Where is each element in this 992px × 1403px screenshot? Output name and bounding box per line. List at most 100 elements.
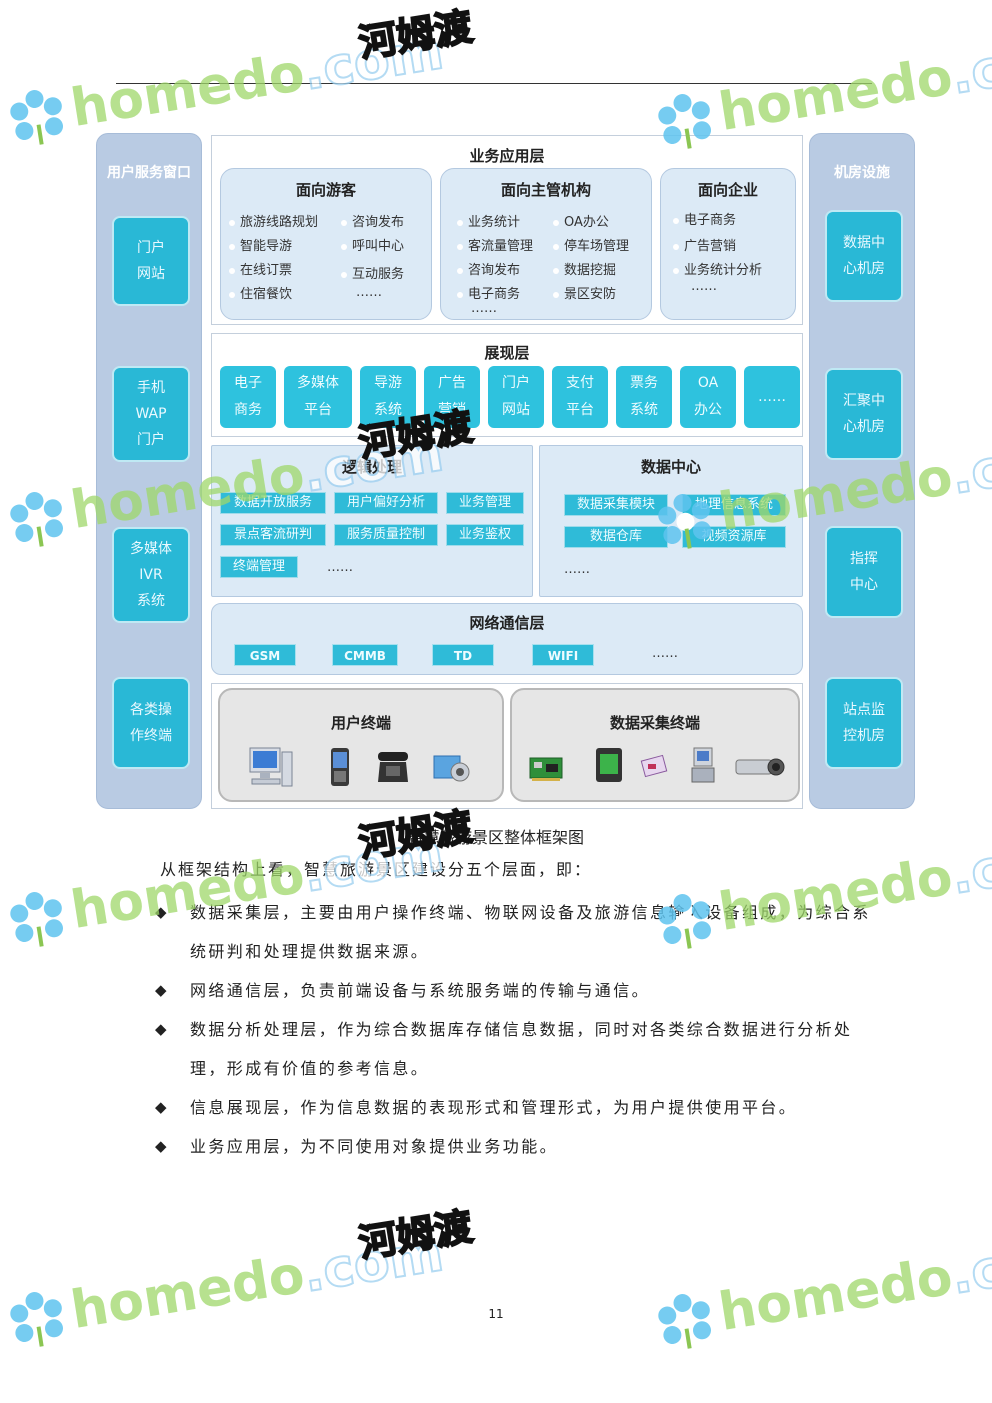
layer-bullet-list: ◆数据采集层，主要由用户操作终端、物联网设备及旅游信息输入设备组成，为综合系统研… <box>155 893 885 1166</box>
list-item: 业务统计 <box>457 211 520 230</box>
tile-payment: 支付平台 <box>552 366 608 428</box>
bullet-item: ◆数据采集层，主要由用户操作终端、物联网设备及旅游信息输入设备组成，为综合系统研… <box>155 893 885 971</box>
data-center-room-box: 数据中 心机房 <box>825 210 903 302</box>
machine-room-title: 机房设施 <box>834 165 890 181</box>
aggregation-room-box: 汇聚中 心机房 <box>825 368 903 460</box>
logic-processing-title: 逻辑处理 <box>341 458 402 476</box>
id-card-icon <box>640 754 668 778</box>
processing-layer: 逻辑处理 数据开放服务 用户偏好分析 业务管理 景点客流研判 服务质量控制 业务… <box>211 443 803 601</box>
more-ellipsis: …… <box>564 562 590 577</box>
flower-logo-icon <box>10 90 64 145</box>
list-item: 旅游线路规划 <box>229 211 318 230</box>
portal-website-box: 门户 网站 <box>112 216 190 306</box>
framework-diagram: 用户服务窗口 门户 网站 手机 WAP 门户 多媒体 IVR 系统 各类操 作终… <box>96 133 916 811</box>
list-item: 电子商务 <box>673 209 736 228</box>
network-item-wifi: WIFI <box>532 644 594 666</box>
smartphone-icon <box>331 748 349 786</box>
flower-logo-icon <box>10 892 64 947</box>
list-item: 电子商务 <box>457 283 520 302</box>
machine-room-column: 机房设施 数据中 心机房 汇聚中 心机房 指挥 中心 站点监 控机房 <box>809 133 915 809</box>
user-terminal-title: 用户终端 <box>330 714 391 732</box>
presentation-layer: 展现层 电子商务 多媒体平台 导游系统 广告营销 门户网站 支付平台 票务系统 … <box>211 333 803 437</box>
list-item: 住宿餐饮 <box>229 283 292 302</box>
flower-logo-icon <box>10 492 64 547</box>
list-item: 广告营销 <box>673 235 736 254</box>
network-device-icon <box>433 755 470 782</box>
data-center-title: 数据中心 <box>640 458 701 476</box>
tile-guide: 导游系统 <box>360 366 416 428</box>
diamond-bullet-icon: ◆ <box>155 903 167 921</box>
list-item: 业务统计分析 <box>673 259 762 278</box>
list-item: 在线订票 <box>229 259 292 278</box>
tile-more: …… <box>744 366 800 428</box>
tile-e-commerce: 电子商务 <box>220 366 276 428</box>
panel-tourists-title: 面向游客 <box>295 181 356 199</box>
diamond-bullet-icon: ◆ <box>155 1137 167 1155</box>
list-item: 智能导游 <box>229 235 292 254</box>
logic-item: 用户偏好分析 <box>334 492 438 514</box>
logic-processing-panel: 逻辑处理 数据开放服务 用户偏好分析 业务管理 景点客流研判 服务质量控制 业务… <box>211 445 533 597</box>
tile-portal: 门户网站 <box>488 366 544 428</box>
panel-authorities-title: 面向主管机构 <box>500 181 591 199</box>
operation-terminal-box: 各类操 作终端 <box>112 677 190 769</box>
network-layer-title: 网络通信层 <box>469 614 545 632</box>
header-rule <box>116 83 872 84</box>
card-reader-icon <box>596 748 622 782</box>
network-item-cmmb: CMMB <box>332 644 398 666</box>
list-item: 停车场管理 <box>553 235 629 254</box>
data-center-item: 地理信息系统 <box>682 494 786 516</box>
more-ellipsis: …… <box>652 646 678 661</box>
terminal-kiosk-icon <box>691 747 715 783</box>
watermark-cn: 河姆渡 <box>355 3 476 66</box>
multimedia-ivr-box: 多媒体 IVR 系统 <box>112 527 190 623</box>
bullet-item: ◆业务应用层，为不同使用对象提供业务功能。 <box>155 1127 885 1166</box>
list-item: OA办公 <box>553 211 609 230</box>
data-center-item: 数据仓库 <box>564 526 668 548</box>
network-item-td: TD <box>432 644 494 666</box>
data-collection-terminal-title: 数据采集终端 <box>609 714 700 732</box>
site-monitor-room-box: 站点监 控机房 <box>825 677 903 769</box>
tile-ad: 广告营销 <box>424 366 480 428</box>
bullet-item: ◆信息展现层，作为信息数据的表现形式和管理形式，为用户提供使用平台。 <box>155 1088 885 1127</box>
list-item: 咨询发布 <box>341 211 404 230</box>
list-item: 互动服务 <box>341 263 404 282</box>
more-ellipsis: …… <box>691 279 717 294</box>
bullet-item: ◆网络通信层，负责前端设备与系统服务端的传输与通信。 <box>155 971 885 1010</box>
mobile-wap-portal-box: 手机 WAP 门户 <box>112 366 190 462</box>
logic-item: 业务管理 <box>446 492 524 514</box>
more-ellipsis: …… <box>471 301 497 316</box>
logic-item: 数据开放服务 <box>220 492 326 514</box>
network-layer: 网络通信层 GSM CMMB TD WIFI …… <box>211 603 803 675</box>
intro-paragraph: 从框架结构上看，智慧旅游景区建设分五个层面，即： <box>160 860 593 879</box>
circuit-board-icon <box>529 757 563 781</box>
logic-item: 业务鉴权 <box>446 524 524 546</box>
tile-multimedia: 多媒体平台 <box>284 366 352 428</box>
bullet-item: ◆数据分析处理层，作为综合数据库存储信息数据，同时对各类综合数据进行分析处理，形… <box>155 1010 885 1088</box>
logic-item: 服务质量控制 <box>334 524 438 546</box>
data-collection-terminal-panel: 数据采集终端 <box>510 688 800 802</box>
page-number: 11 <box>488 1307 504 1321</box>
panel-enterprises-title: 面向企业 <box>697 181 758 199</box>
watermark-cn: 河姆渡 <box>355 1203 476 1266</box>
more-ellipsis: …… <box>356 285 382 300</box>
user-service-window-title: 用户服务窗口 <box>107 165 191 181</box>
command-center-box: 指挥 中心 <box>825 526 903 618</box>
terminal-layer: 用户终端 数据采集终端 <box>211 683 803 809</box>
list-item: 呼叫中心 <box>341 235 404 254</box>
user-terminal-panel: 用户终端 <box>218 688 504 802</box>
presentation-layer-title: 展现层 <box>484 344 530 362</box>
panel-authorities: 面向主管机构 业务统计 OA办公 客流量管理 停车场管理 咨询发布 数据挖掘 电… <box>440 168 652 320</box>
data-center-item: 数据采集模块 <box>564 494 668 516</box>
more-ellipsis: …… <box>327 560 353 575</box>
list-item: 景区安防 <box>553 283 616 302</box>
business-application-layer: 业务应用层 面向游客 旅游线路规划 咨询发布 智能导游 呼叫中心 在线订票 互动… <box>211 135 803 325</box>
telephone-icon <box>378 752 408 782</box>
panel-tourists: 面向游客 旅游线路规划 咨询发布 智能导游 呼叫中心 在线订票 互动服务 住宿餐… <box>220 168 432 320</box>
desktop-computer-icon <box>249 747 293 787</box>
diamond-bullet-icon: ◆ <box>155 981 167 999</box>
diamond-bullet-icon: ◆ <box>155 1020 167 1038</box>
user-service-window-column: 用户服务窗口 门户 网站 手机 WAP 门户 多媒体 IVR 系统 各类操 作终… <box>96 133 202 809</box>
panel-enterprises: 面向企业 电子商务 广告营销 业务统计分析 …… <box>660 168 796 320</box>
logic-item: 终端管理 <box>220 556 298 578</box>
